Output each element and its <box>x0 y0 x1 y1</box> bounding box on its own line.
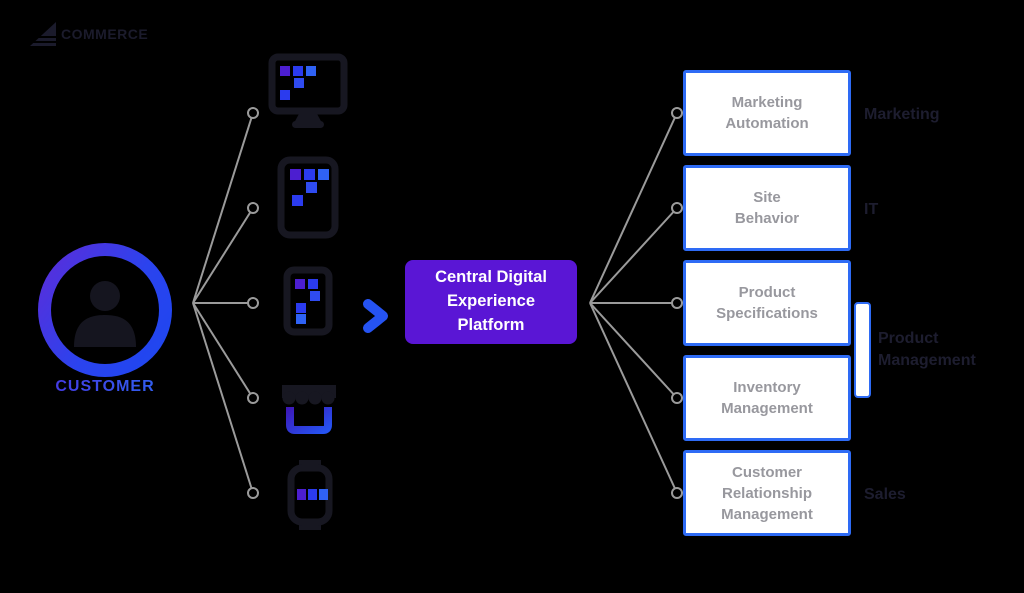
platform-label-line: Platform <box>457 315 525 334</box>
platform-label-line: Central Digital <box>435 268 547 287</box>
system-box-label-line: Relationship <box>721 484 812 502</box>
brand-logo: COMMERCE <box>30 22 148 46</box>
system-box-label-line: Inventory <box>733 379 801 396</box>
system-box-inventory-management: Inventory Management <box>683 355 851 441</box>
logo-wordmark: COMMERCE <box>61 26 149 42</box>
customer-label: CUSTOMER <box>18 378 192 396</box>
system-box-site-behavior: Site Behavior <box>683 165 851 251</box>
central-platform-box: Central Digital Experience Platform <box>405 260 577 344</box>
category-label-it: IT <box>864 201 879 218</box>
system-box-marketing-automation: Marketing Automation <box>683 70 851 156</box>
logo-triangle-icon <box>30 22 56 46</box>
category-label-product-management: Product Management <box>878 330 976 369</box>
system-box-label-line: Site <box>753 189 781 206</box>
desktop-monitor-icon <box>268 53 348 128</box>
product-management-bracket <box>854 302 871 398</box>
smartwatch-icon <box>287 460 333 530</box>
person-icon <box>74 281 136 347</box>
smartphone-icon <box>283 266 333 336</box>
system-box-label-line: Specifications <box>716 305 818 322</box>
platform-label-line: Experience <box>446 292 536 311</box>
tablet-icon <box>277 156 339 239</box>
system-box-label-line: Automation <box>725 115 809 132</box>
customer-avatar-inner <box>51 256 159 364</box>
system-box-label-line: Customer <box>731 463 802 481</box>
system-box-label-line: Management <box>721 400 813 417</box>
system-box-label-line: Product <box>738 284 796 301</box>
system-box-label-line: Marketing <box>731 94 803 111</box>
system-box-label-line: Management <box>721 505 813 523</box>
storefront-icon <box>282 385 336 434</box>
chevron-right-icon <box>363 299 388 333</box>
category-label-sales: Sales <box>864 486 906 503</box>
system-box-product-specifications: Product Specifications <box>683 260 851 346</box>
system-box-customer-relationship-management: Customer Relationship Management <box>683 450 851 536</box>
customer-avatar <box>38 243 172 377</box>
category-label-marketing: Marketing <box>864 106 940 123</box>
system-box-label-line: Behavior <box>734 210 800 227</box>
